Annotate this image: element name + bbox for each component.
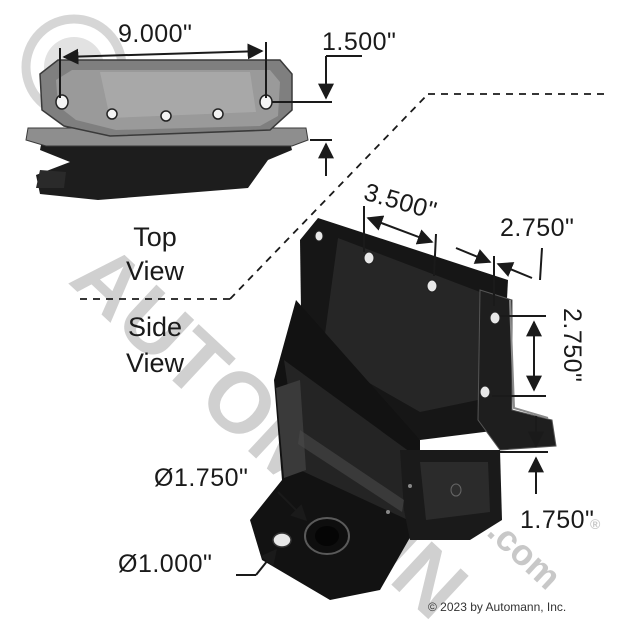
top-view-label-line1: Top	[133, 222, 177, 252]
dimension-diameter-small: Ø1.000"	[118, 550, 213, 578]
side-view-label-line2: View	[125, 348, 185, 378]
dimension-side-spacing-b: 2.750"	[500, 214, 575, 242]
dimension-top-width: 9.000"	[118, 20, 193, 48]
side-view-label-line1: Side	[127, 312, 183, 342]
dimension-side-vertical: 2.750"	[558, 308, 586, 383]
watermark-registered: ®	[590, 516, 601, 532]
dimension-diameter-large: Ø1.750"	[154, 464, 249, 492]
top-view-label-line2: View	[125, 256, 185, 286]
dimension-side-bottom: 1.750"	[520, 506, 595, 534]
dimension-top-height: 1.500"	[322, 28, 397, 56]
hole	[55, 94, 69, 110]
copyright-text: © 2023 by Automann, Inc.	[428, 600, 567, 614]
